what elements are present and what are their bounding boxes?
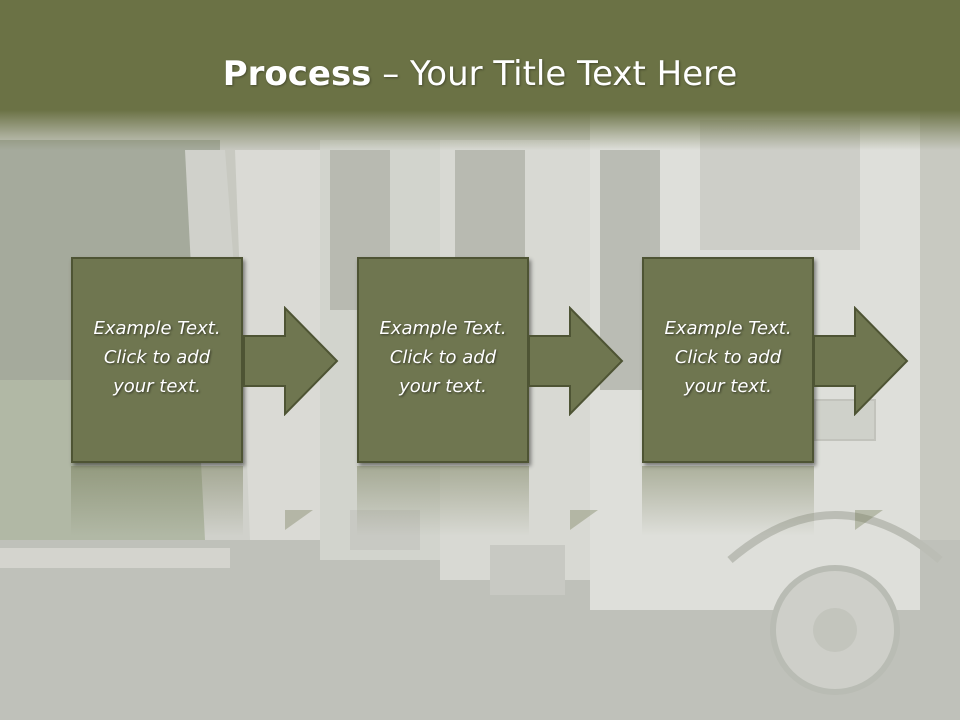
process-step-3-text[interactable]: Example Text. Click to add your text. bbox=[664, 317, 792, 397]
title-bold: Process bbox=[222, 54, 372, 94]
arrow-reflection-3 bbox=[855, 510, 883, 530]
process-step-3-box[interactable]: Example Text. Click to add your text. bbox=[642, 257, 814, 463]
arrow-reflection-1 bbox=[285, 510, 313, 530]
process-step-2-text[interactable]: Example Text. Click to add your text. bbox=[379, 317, 507, 397]
process-step-1-box[interactable]: Example Text. Click to add your text. bbox=[71, 257, 243, 463]
slide-title[interactable]: Process – Your Title Text Here bbox=[0, 52, 960, 96]
title-rest: – Your Title Text Here bbox=[371, 54, 738, 94]
process-step-2-reflection bbox=[357, 466, 529, 536]
arrow-right-icon-3 bbox=[813, 306, 909, 416]
title-band bbox=[0, 0, 960, 150]
process-step-1-reflection bbox=[71, 466, 243, 536]
process-step-1-text[interactable]: Example Text. Click to add your text. bbox=[93, 317, 221, 397]
process-step-2-box[interactable]: Example Text. Click to add your text. bbox=[357, 257, 529, 463]
arrow-right-icon-2 bbox=[528, 306, 624, 416]
arrow-reflection-2 bbox=[570, 510, 598, 530]
process-step-3-reflection bbox=[642, 466, 814, 536]
arrow-right-icon-1 bbox=[243, 306, 339, 416]
